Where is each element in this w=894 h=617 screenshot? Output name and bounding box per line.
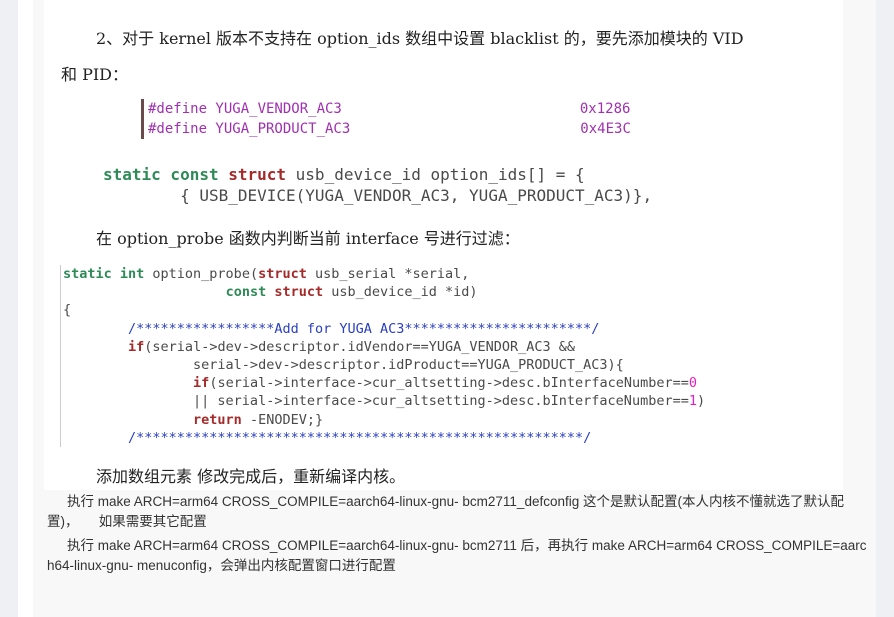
code-text: -ENODEV;} — [241, 411, 324, 428]
after-text: 添加数组元素 修改完成后，重新编译内核。 — [96, 467, 406, 486]
code-keyword: if — [128, 338, 145, 355]
option-probe-code: static int option_probe(struct usb_seria… — [60, 265, 706, 448]
code-keyword: const — [225, 284, 267, 301]
code-keyword: struct — [266, 284, 324, 301]
paragraph-menuconfig: 执行 make ARCH=arm64 CROSS_COMPILE=aarch64… — [47, 538, 867, 573]
code-keyword: static const — [103, 165, 219, 184]
code-keyword: static int — [63, 266, 145, 282]
code-text: (serial->interface->cur_altsetting->desc… — [209, 375, 689, 392]
code-indent — [63, 412, 193, 428]
code-text: || serial->interface->cur_altsetting->de… — [63, 393, 689, 410]
code-text: usb_device_id *id) — [323, 284, 478, 301]
code-indent — [63, 375, 193, 391]
step2-line2: 和 PID： — [61, 65, 129, 84]
step2-line1: 2、对于 kernel 版本不支持在 option_ids 数组中设置 blac… — [96, 29, 744, 48]
code-text: { — [63, 302, 72, 319]
code-keyword: return — [193, 411, 242, 428]
define-product: #define YUGA_PRODUCT_AC3 — [148, 121, 351, 137]
define-vendor: #define YUGA_VENDOR_AC3 — [148, 101, 342, 117]
code-indent — [63, 284, 226, 300]
code-keyword: struct — [228, 165, 287, 184]
code-text: serial->dev->descriptor.idProduct==YUGA_… — [63, 357, 624, 374]
code-text: { USB_DEVICE(YUGA_VENDOR_AC3, YUGA_PRODU… — [103, 186, 653, 205]
paragraph-defconfig: 执行 make ARCH=arm64 CROSS_COMPILE=aarch64… — [47, 494, 844, 529]
article-image — [44, 0, 843, 490]
code-text: (serial->dev->descriptor.idVendor==YUGA_… — [144, 338, 576, 355]
code-text: ) — [696, 393, 706, 410]
code-indent — [63, 339, 128, 355]
code-comment: /*****************Add for YUGA AC3******… — [63, 320, 600, 337]
code-number: 0 — [688, 375, 697, 392]
define-code-block: #define YUGA_VENDOR_AC3 0x1286 #define YU… — [141, 99, 631, 139]
vendor-value: 0x1286 — [579, 101, 631, 117]
filter-text: 在 option_probe 函数内判断当前 interface 号进行过滤： — [96, 229, 520, 248]
code-text: option_probe( — [144, 266, 259, 282]
option-ids-code: static const struct usb_device_id option… — [103, 164, 652, 206]
product-value: 0x4E3C — [580, 121, 631, 137]
code-number: 1 — [688, 393, 697, 410]
code-comment: /***************************************… — [63, 429, 592, 446]
code-keyword: if — [193, 375, 210, 392]
code-keyword: struct — [258, 266, 307, 282]
code-text: usb_device_id option_ids[] = { — [286, 165, 585, 184]
code-text: usb_serial *serial, — [306, 266, 470, 282]
